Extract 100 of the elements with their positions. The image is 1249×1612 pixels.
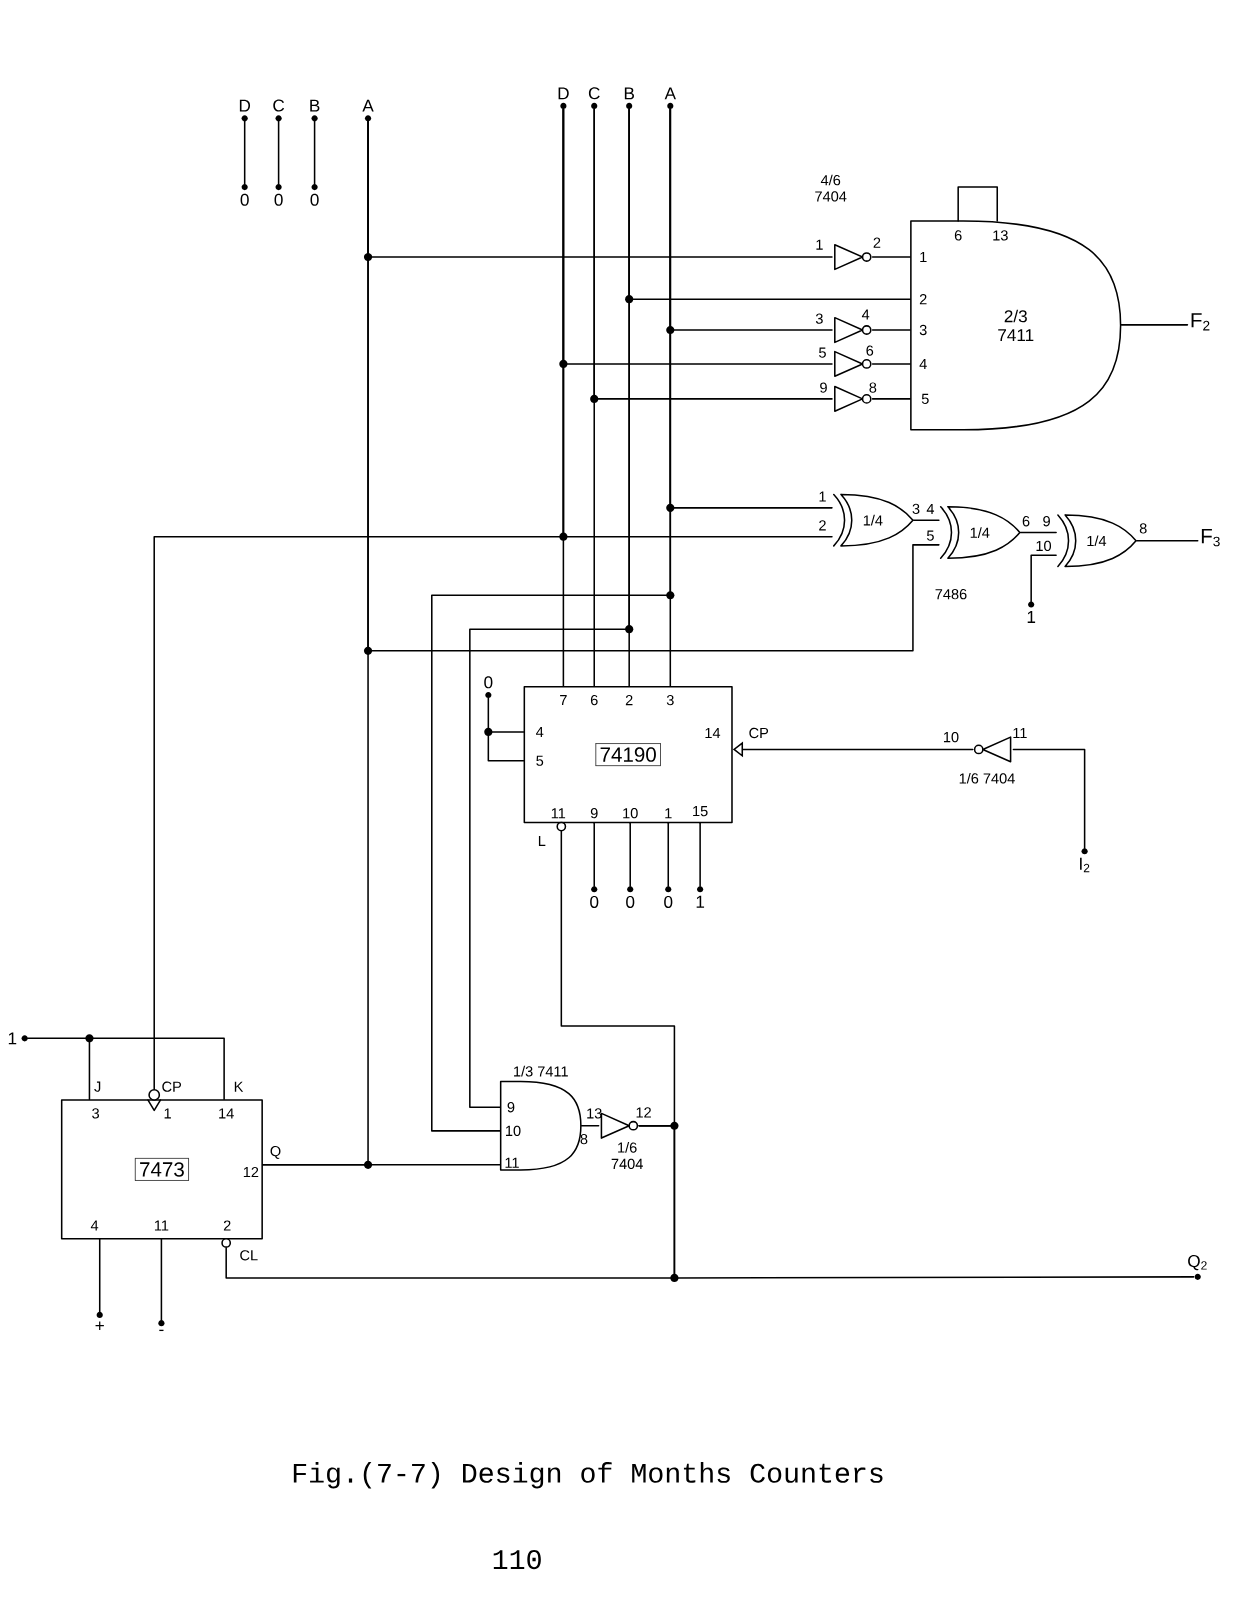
pin-number: 6 [590, 694, 598, 706]
wire [593, 108, 833, 400]
pin-label: 1/6 7404 [611, 1142, 643, 1170]
terminal: - [158, 1320, 165, 1332]
wire [638, 1124, 1195, 1279]
node-label: 1 [8, 1032, 17, 1045]
pin-label: 3 [815, 313, 823, 324]
pin-label: 6 [1022, 516, 1030, 527]
pin-number: 5 [536, 755, 544, 766]
pin-number: 14 [705, 728, 721, 738]
pin-number: 3 [919, 324, 927, 336]
wire [593, 822, 595, 887]
pin-number: 1 [665, 808, 672, 819]
inverter [973, 736, 1012, 763]
wire [871, 256, 911, 258]
pin-label: Q [270, 1146, 281, 1159]
pin-label: 3 [912, 503, 920, 515]
node-label: 1 [1027, 611, 1036, 623]
pin-label: 11 [1013, 728, 1027, 738]
page-number: 110 [493, 1550, 541, 1570]
terminal: F$_{2}$ [1191, 313, 1210, 331]
caption: Fig.(7-7) Design of Months Counters [293, 1462, 883, 1489]
pin-label: 12 [636, 1107, 651, 1118]
terminal: + [95, 1311, 104, 1330]
pin-label: CP [162, 1081, 181, 1092]
wire [277, 120, 280, 185]
pin-number: 4 [919, 358, 927, 369]
terminal: 0 [590, 886, 599, 908]
pin-number: 4 [90, 1220, 99, 1231]
pin-number: 2 [919, 294, 927, 305]
node-label: Q$_{2}$ [1188, 1255, 1207, 1271]
node-label: 0 [274, 193, 283, 206]
node-label: + [95, 1321, 104, 1330]
terminal: 1 [696, 886, 704, 908]
chip-label: 7486 [935, 589, 967, 600]
terminal: 1 [8, 1032, 28, 1045]
pin-label: CL [240, 1250, 258, 1261]
pin-number: 9 [590, 808, 598, 819]
terminal: Q$_{2}$ [1188, 1255, 1207, 1280]
terminal: C [273, 99, 285, 122]
terminal: 0 [274, 184, 283, 206]
wire [580, 1124, 600, 1127]
node-label: 1 [696, 895, 705, 908]
node-label: A [664, 87, 676, 100]
terminal: A [362, 99, 374, 122]
node-label: D [239, 99, 250, 112]
terminal: B [310, 99, 320, 122]
pin-label: 10 [1036, 540, 1051, 552]
wire [871, 329, 911, 331]
terminal: A [664, 87, 676, 109]
node-label: 0 [240, 193, 249, 206]
wire [667, 822, 669, 887]
node-label: I$_{2}$ [1080, 857, 1090, 873]
pin-label: 5 [818, 347, 826, 358]
pin-number: 10 [505, 1125, 521, 1137]
node-label: 0 [590, 895, 599, 908]
pin-label: 6 [866, 345, 874, 356]
terminal: I$_{2}$ [1080, 848, 1090, 873]
terminal: B [624, 87, 634, 109]
wire [243, 120, 246, 185]
node-label: B [624, 87, 634, 100]
wire [262, 1164, 501, 1166]
pin-number: 13 [993, 230, 1008, 241]
pin-number: 14 [219, 1108, 234, 1119]
pin-label: 9 [820, 382, 827, 393]
wire [469, 108, 630, 1108]
pin-label: L [538, 835, 546, 846]
pin-number: 11 [551, 808, 566, 819]
inverter [834, 243, 872, 271]
terminal: 0 [626, 886, 635, 908]
pin-number: 1 [920, 252, 927, 262]
terminal: 0 [240, 184, 249, 206]
pin-label: K [234, 1081, 244, 1092]
pin-label: 1 [819, 491, 826, 502]
node-label: - [159, 1329, 164, 1332]
terminal: D [558, 87, 569, 109]
terminal: 0 [484, 676, 493, 699]
node-label: D [558, 87, 569, 100]
pin-number: 5 [921, 393, 929, 404]
terminal: 0 [664, 886, 673, 908]
pin-label: CP [749, 727, 768, 739]
pin-number: 3 [92, 1108, 99, 1119]
pin-number: 2 [625, 695, 633, 706]
wire [871, 363, 911, 365]
node-label: 0 [626, 895, 635, 908]
pin-label: 4 [926, 503, 934, 514]
pin-number: 3 [666, 694, 674, 706]
pin-label: 4 [861, 309, 870, 320]
wire [1012, 748, 1086, 849]
pin-label: 13 [587, 1108, 602, 1119]
wire [313, 120, 316, 185]
pin-label: 5 [926, 530, 934, 541]
node-label: C [273, 99, 285, 112]
wire [153, 108, 565, 1090]
wire [26, 1037, 225, 1101]
terminal: 0 [310, 184, 319, 206]
pin-label: 1/6 7404 [959, 772, 1015, 784]
node-label: 0 [310, 193, 319, 206]
pin-number: 11 [505, 1157, 519, 1168]
wire [160, 1238, 163, 1321]
